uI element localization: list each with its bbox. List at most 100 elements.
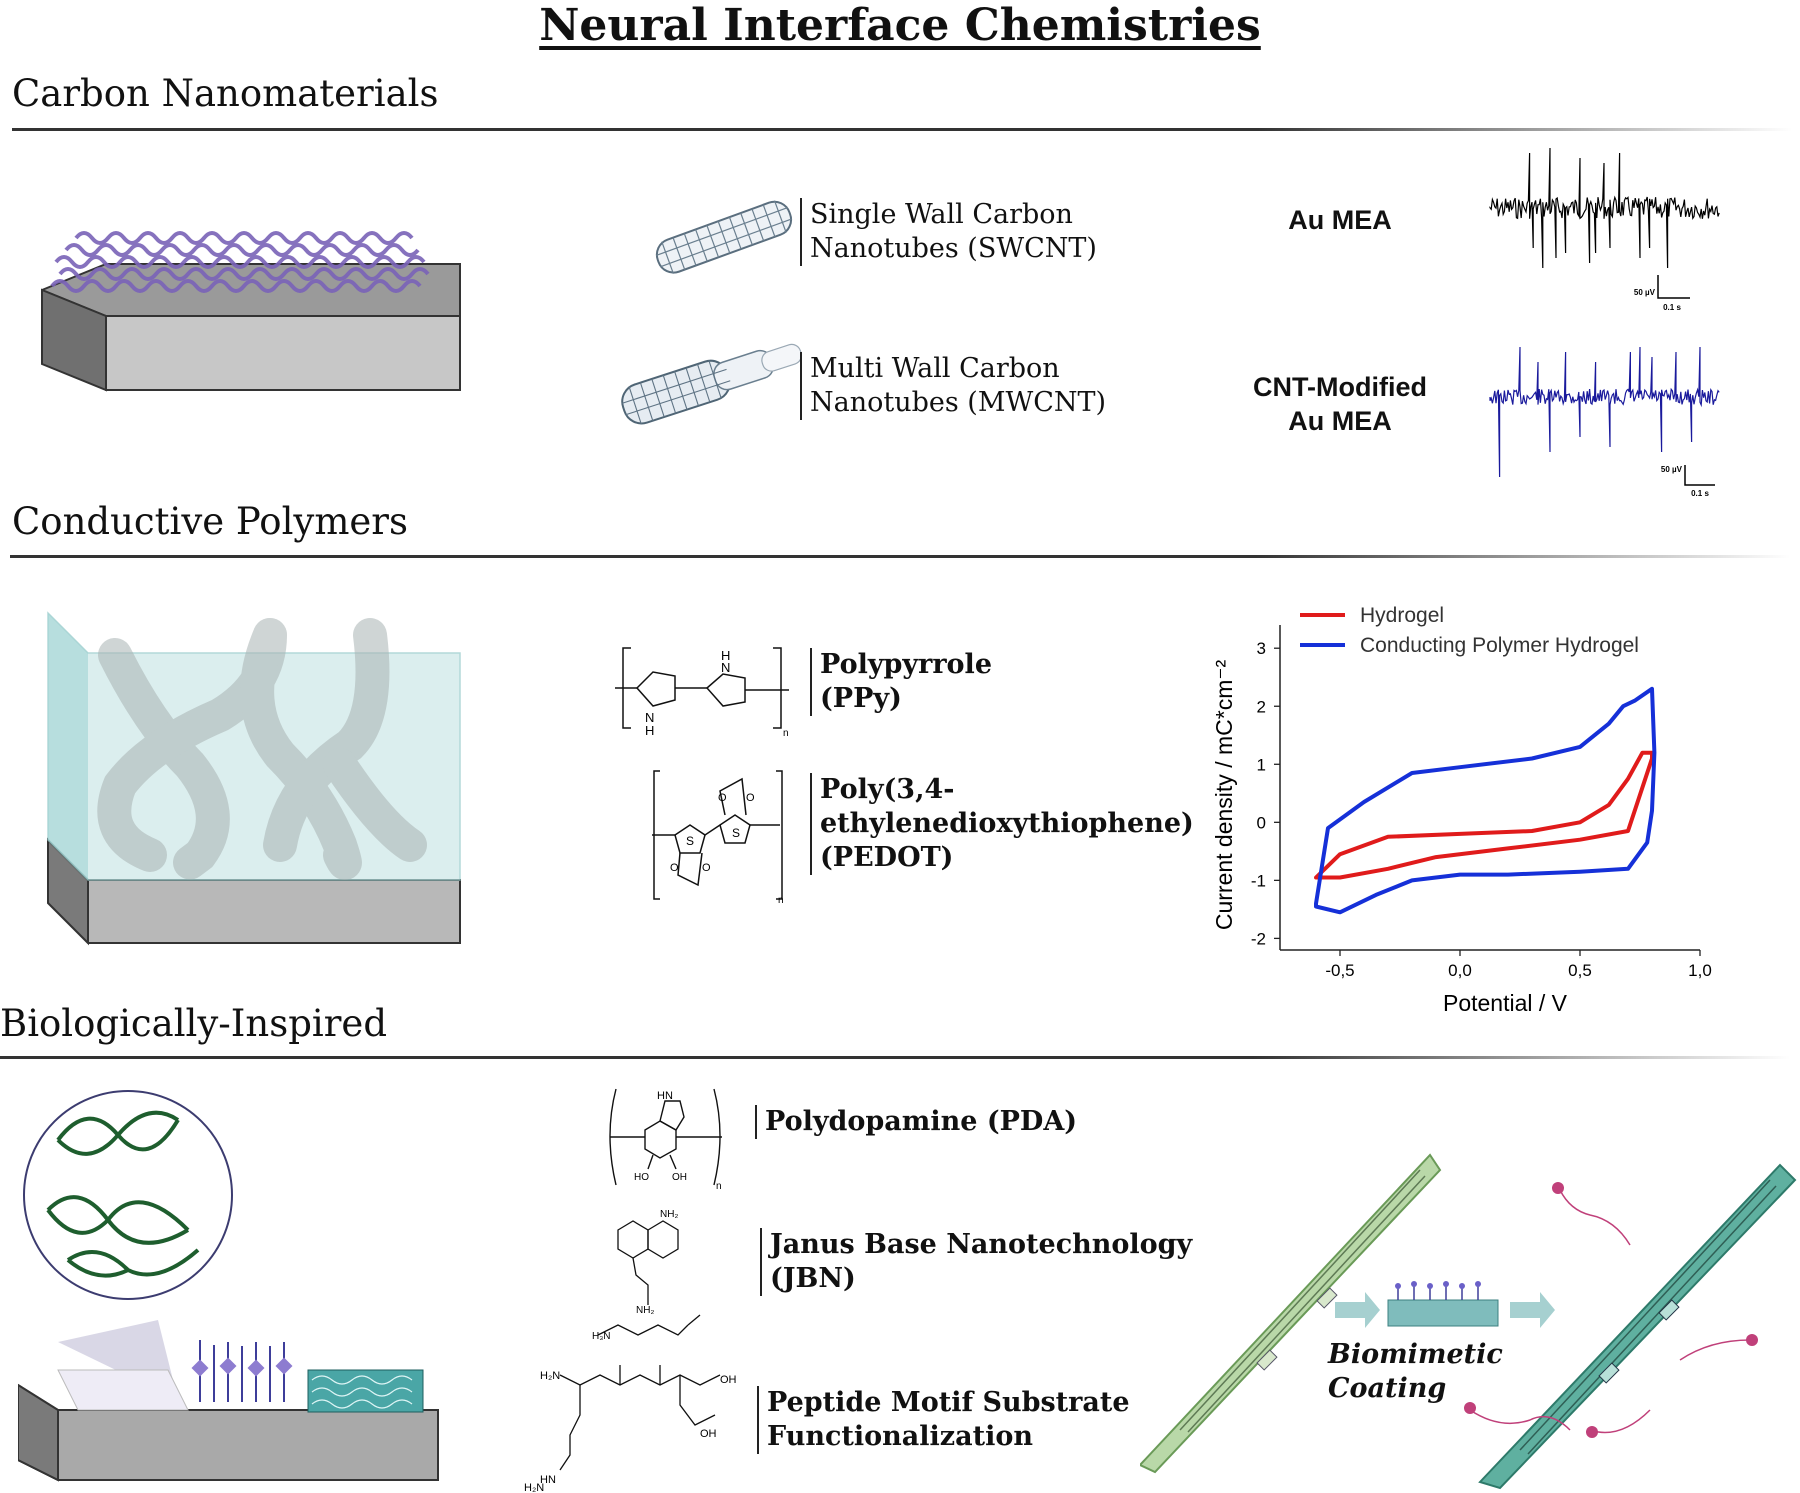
neuron-icon xyxy=(1746,1334,1758,1346)
peptide-oh-atom: OH xyxy=(700,1428,717,1440)
pda-oh-atom: OH xyxy=(672,1172,687,1183)
cnt-au-mea-trace-line xyxy=(1489,346,1720,478)
cnt-electrode-illustration xyxy=(41,231,461,392)
chart-series xyxy=(1314,686,1657,915)
ppy-n-subscript: n xyxy=(783,728,789,739)
scale-time-label: 0.1 s xyxy=(1663,303,1681,312)
peptide-hn-atom: HN xyxy=(540,1474,556,1486)
swcnt-label-line1: Single Wall Carbon xyxy=(810,199,1073,230)
y-tick-label: 3 xyxy=(1257,639,1266,658)
scale-voltage-label: 50 µV xyxy=(1661,465,1683,474)
legend-label: Conducting Polymer Hydrogel xyxy=(1360,634,1639,657)
ppy-n-atom: N xyxy=(645,710,654,725)
coating-label-line1: Biomimetic xyxy=(1328,1339,1503,1370)
scale-voltage-label: 50 µV xyxy=(1634,288,1656,297)
y-axis-label: Current density / mC*cm⁻² xyxy=(1211,660,1237,931)
uncoated-probe xyxy=(1140,1153,1442,1474)
x-axis-label: Potential / V xyxy=(1443,990,1568,1015)
jbn-label-line1: Janus Base Nanotechnology xyxy=(770,1229,1193,1260)
section-divider xyxy=(10,555,1790,558)
peptide-h2n-atom: H₂N xyxy=(540,1370,560,1382)
section-title-bio: Biologically-Inspired xyxy=(0,1002,388,1045)
jbn-nh2-atom: NH₂ xyxy=(636,1305,654,1316)
pedot-structure-icon: S S O O O O n xyxy=(652,770,784,905)
pedot-label-line3: (PEDOT) xyxy=(820,842,954,873)
y-tick-label: 1 xyxy=(1257,755,1266,774)
y-tick-label: -2 xyxy=(1251,929,1266,948)
peptide-oh-atom: OH xyxy=(720,1374,737,1386)
cnt-au-mea-label-line1: CNT-Modified xyxy=(1253,372,1427,402)
hydrogel-electrode-illustration xyxy=(47,611,461,946)
swcnt-tube-icon xyxy=(655,200,793,274)
scale-bar xyxy=(1684,465,1715,486)
peptide-h2n-atom: H₂N xyxy=(524,1482,544,1493)
cnt-au-mea-recording-trace: 50 µV 0.1 s xyxy=(1489,346,1720,498)
coating-label-line2: Coating xyxy=(1328,1373,1447,1404)
ppy-label-line2: (PPy) xyxy=(820,683,902,714)
bio-electrode-illustration xyxy=(18,1090,439,1482)
section-divider xyxy=(0,1056,1790,1059)
jbn-label: Janus Base Nanotechnology (JBN) xyxy=(760,1228,1192,1296)
mwcnt-label-line2: Nanotubes (MWCNT) xyxy=(810,387,1107,418)
ppy-structure-icon: N H H N n xyxy=(615,647,789,739)
peptide-label-line1: Peptide Motif Substrate xyxy=(767,1387,1130,1418)
y-tick-label: -1 xyxy=(1251,871,1266,890)
series-line-1 xyxy=(1314,750,1654,880)
pda-n-subscript: n xyxy=(716,1181,722,1190)
ppy-label: Polypyrrole (PPy) xyxy=(810,648,992,716)
page-title: Neural Interface Chemistries xyxy=(539,0,1261,51)
scale-bar xyxy=(1657,275,1690,299)
biomimetic-coating-illustration xyxy=(1140,1153,1797,1490)
legend-label: Hydrogel xyxy=(1360,604,1444,627)
au-mea-trace-line xyxy=(1489,147,1720,269)
peptide-structure-icon: H₂N OH OH HN H₂N xyxy=(524,1365,737,1493)
pedot-label-line2: ethylenedioxythiophene) xyxy=(820,808,1194,839)
section-title-polymers: Conductive Polymers xyxy=(12,500,408,543)
pedot-o-atom: O xyxy=(702,862,711,874)
neuron-icons xyxy=(1469,1189,1751,1434)
coated-substrate-icon xyxy=(1387,1281,1499,1327)
neuron-icon xyxy=(1586,1426,1598,1438)
ppy-h-atom: H xyxy=(645,723,654,738)
mwcnt-label-line1: Multi Wall Carbon xyxy=(810,353,1060,384)
cnt-au-mea-label: CNT-Modified Au MEA xyxy=(1210,370,1470,438)
pedot-o-atom: O xyxy=(670,862,679,874)
jbn-structure-icon: NH₂ NH₂ H₃N xyxy=(592,1209,701,1342)
ppy-label-line1: Polypyrrole xyxy=(820,649,992,680)
peptide-label-line2: Functionalization xyxy=(767,1421,1033,1452)
mwcnt-tube-icon xyxy=(621,343,803,425)
pedot-s-atom: S xyxy=(732,826,740,840)
pedot-label: Poly(3,4- ethylenedioxythiophene) (PEDOT… xyxy=(810,773,1194,875)
jbn-label-line2: (JBN) xyxy=(770,1263,856,1294)
pedot-n-subscript: n xyxy=(778,895,784,905)
scale-time-label: 0.1 s xyxy=(1691,489,1709,498)
pedot-label-line1: Poly(3,4- xyxy=(820,774,955,805)
coated-probe xyxy=(1478,1163,1797,1490)
peptide-label: Peptide Motif Substrate Functionalizatio… xyxy=(757,1386,1130,1454)
au-mea-recording-trace: 50 µV 0.1 s xyxy=(1489,147,1720,312)
jbn-h3n-atom: H₃N xyxy=(592,1331,611,1342)
pedot-o-atom: O xyxy=(746,792,755,804)
pedot-o-atom: O xyxy=(718,792,727,804)
series-line-2 xyxy=(1314,686,1657,915)
x-tick-label: 0,5 xyxy=(1568,961,1592,980)
y-tick-label: 0 xyxy=(1257,813,1266,832)
y-tick-label: 2 xyxy=(1257,697,1266,716)
neuron-icon xyxy=(1464,1402,1476,1414)
swcnt-label-line2: Nanotubes (SWCNT) xyxy=(810,233,1097,264)
pda-hn-atom: HN xyxy=(657,1090,673,1102)
section-divider xyxy=(12,128,1792,131)
ppy-h-atom: H xyxy=(721,648,730,663)
jbn-nh2-atom: NH₂ xyxy=(660,1209,678,1220)
au-mea-label: Au MEA xyxy=(1288,205,1392,235)
neuron-icon xyxy=(1552,1182,1564,1194)
x-tick-label: 1,0 xyxy=(1688,961,1712,980)
cnt-au-mea-label-line2: Au MEA xyxy=(1288,406,1392,436)
pedot-s-atom: S xyxy=(686,834,694,848)
arrow-icon xyxy=(1335,1292,1380,1328)
pda-ho-atom: HO xyxy=(634,1172,649,1183)
biomimetic-coating-label: Biomimetic Coating xyxy=(1328,1338,1503,1406)
